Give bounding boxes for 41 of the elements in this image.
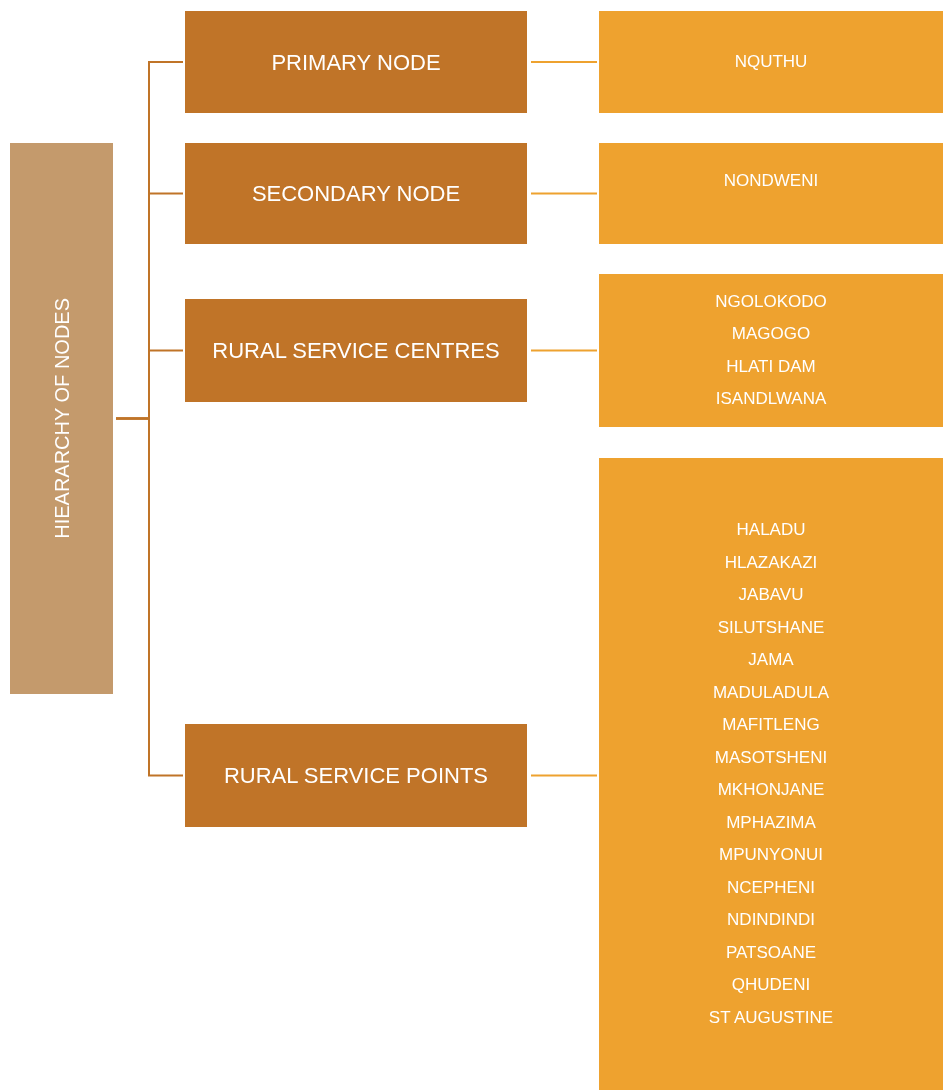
- place-name: NCEPHENI: [727, 876, 815, 899]
- place-name: MPHAZIMA: [726, 811, 816, 834]
- place-name: MAFITLENG: [722, 714, 820, 736]
- place-name: MADULADULA: [712, 681, 830, 704]
- node-title: HIEARARCHY OF NODES: [49, 298, 74, 539]
- place-name: ISANDLWANA: [715, 388, 827, 410]
- place-name: ST AUGUSTINE: [708, 1006, 834, 1029]
- category-box: [185, 143, 527, 244]
- category-box: [185, 724, 527, 827]
- place-name: QHUDENI: [731, 974, 811, 996]
- place-name: NGOLOKODO: [715, 290, 827, 313]
- root-box: [10, 143, 113, 694]
- place-name: NDINDINDI: [727, 909, 815, 931]
- node-title: RURAL SERVICE CENTRES: [212, 337, 500, 365]
- place-name: MKHONJANE: [717, 779, 825, 801]
- category-box: [185, 299, 527, 402]
- place-name: NONDWENI: [723, 170, 819, 192]
- place-name: MASOTSHENI: [714, 746, 828, 769]
- node-title: RURAL SERVICE POINTS: [223, 762, 489, 790]
- node-title: PRIMARY NODE: [271, 48, 441, 77]
- category-box: [185, 11, 527, 113]
- list-box: [599, 274, 943, 427]
- place-name: MAGOGO: [731, 323, 811, 345]
- place-name: PATSOANE: [725, 941, 817, 964]
- connector-line: [530, 774, 598, 777]
- list-box: [599, 143, 943, 244]
- place-name: MPUNYONUI: [719, 844, 823, 866]
- place-name: JABAVU: [738, 584, 804, 606]
- connector-line: [115, 417, 184, 777]
- connector-line: [530, 61, 598, 63]
- connector-line: [530, 192, 598, 195]
- place-name: HLATI DAM: [726, 355, 816, 378]
- list-box: [599, 458, 943, 1090]
- place-name: JAMA: [748, 649, 794, 671]
- place-name: HALADU: [736, 519, 806, 541]
- place-name: HLAZAKAZI: [724, 551, 818, 574]
- connector-line: [530, 349, 598, 352]
- place-name: SILUTSHANE: [717, 616, 825, 639]
- list-box: [599, 11, 943, 113]
- place-name: NQUTHU: [734, 50, 808, 73]
- node-title: SECONDARY NODE: [251, 180, 461, 208]
